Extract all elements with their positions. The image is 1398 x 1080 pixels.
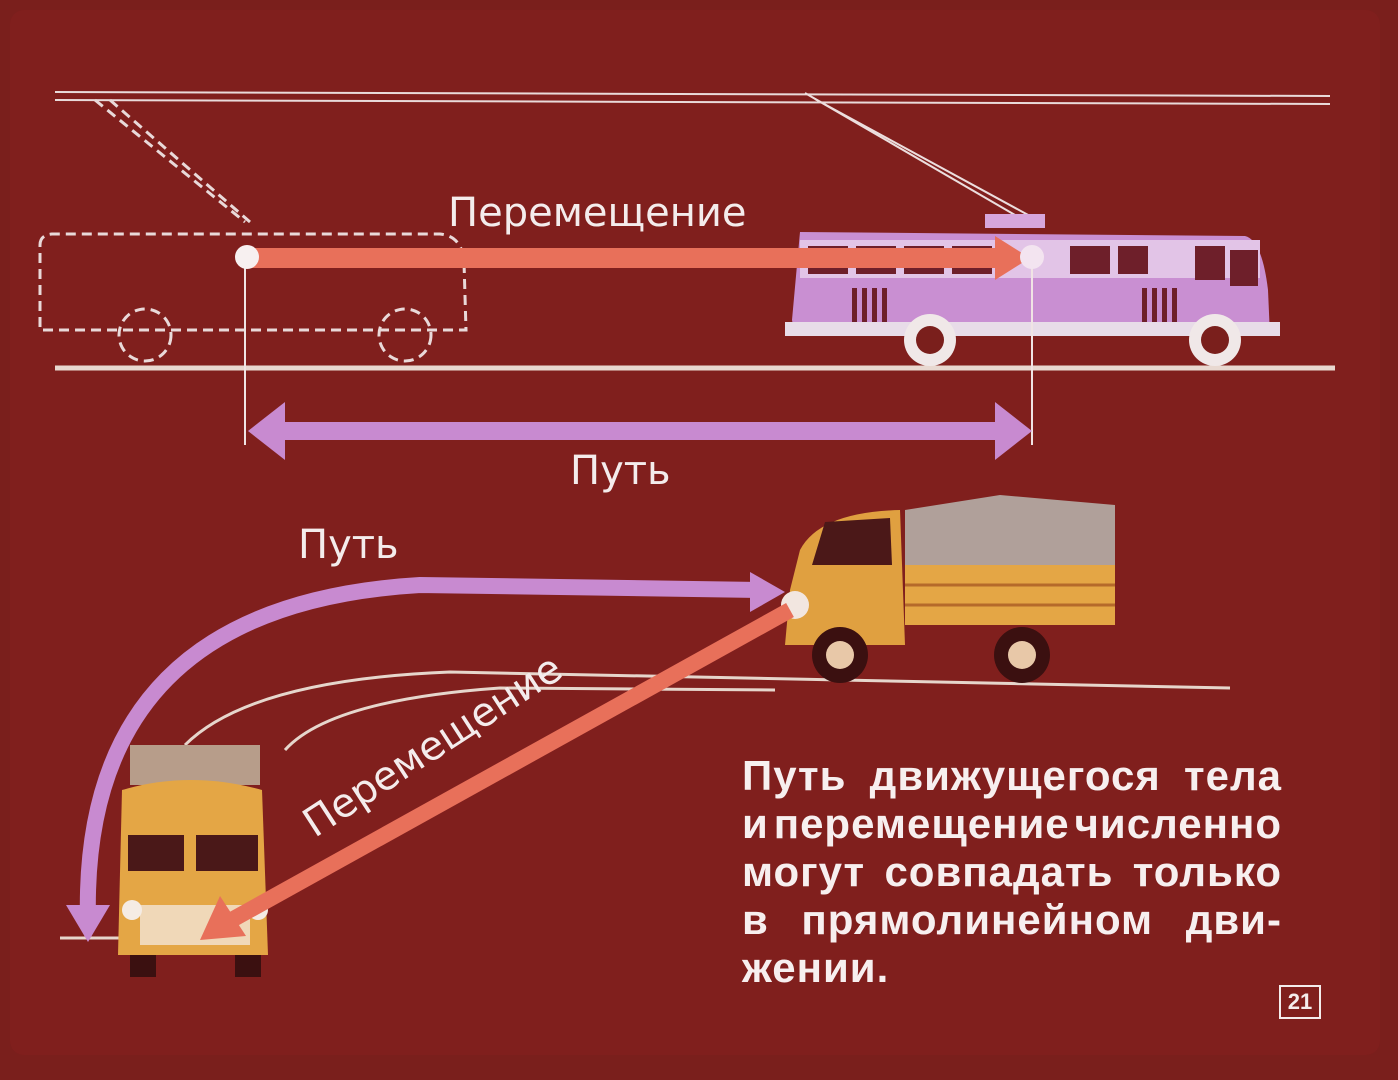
caption: Путь движущегося тела и перемещение числ… bbox=[742, 752, 1282, 992]
caption-line: Путь движущегося тела bbox=[742, 752, 1282, 800]
label-path-middle: Путь bbox=[570, 448, 671, 494]
path-arrow-top bbox=[248, 402, 1032, 460]
page-number: 21 bbox=[1279, 985, 1321, 1019]
caption-word: могут bbox=[742, 848, 866, 895]
caption-word: перемещение bbox=[773, 800, 1070, 847]
displacement-arrow-top bbox=[235, 236, 1044, 280]
trolleybus-start-outline bbox=[38, 98, 468, 363]
caption-word: только bbox=[1132, 848, 1282, 895]
caption-word: численно bbox=[1074, 800, 1282, 847]
caption-line: могут совпадать только bbox=[742, 848, 1282, 896]
caption-word: жении. bbox=[742, 944, 890, 991]
caption-line: в прямолинейном дви- bbox=[742, 896, 1282, 944]
displacement-arrow-diagonal bbox=[200, 603, 794, 940]
caption-line: и перемещение численно bbox=[742, 800, 1282, 848]
caption-word: движущегося bbox=[869, 752, 1161, 799]
caption-word: тела bbox=[1184, 752, 1282, 799]
caption-word: совпадать bbox=[884, 848, 1114, 895]
truck bbox=[781, 495, 1115, 683]
path-arrow-lower bbox=[66, 572, 785, 942]
overhead-wires bbox=[54, 91, 1331, 105]
caption-word: прямолинейном bbox=[801, 896, 1154, 943]
caption-word: дви- bbox=[1185, 896, 1282, 943]
truck-front bbox=[118, 745, 268, 977]
caption-word: Путь bbox=[742, 752, 847, 799]
label-displacement-top: Перемещение bbox=[448, 190, 747, 236]
caption-word: в bbox=[742, 896, 769, 943]
caption-word: и bbox=[742, 800, 769, 847]
caption-line: жении. bbox=[742, 944, 1282, 992]
label-path-lower: Путь bbox=[298, 522, 399, 568]
